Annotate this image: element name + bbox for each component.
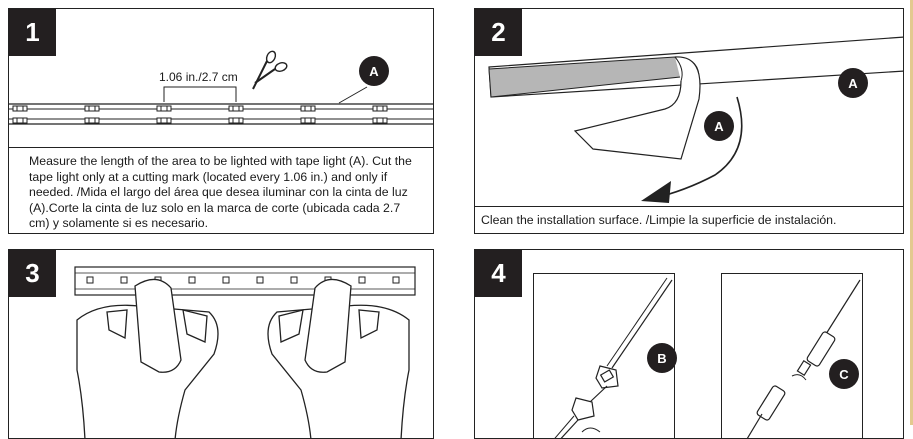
led-chip <box>84 105 100 112</box>
press-tape-hands-illustration <box>74 266 416 438</box>
tape-light-badge-a: A <box>359 56 389 86</box>
led-chip <box>84 117 100 124</box>
right-hand <box>267 278 410 438</box>
step-2-number: 2 <box>475 9 522 56</box>
step-2-caption: Clean the installation surface. /Limpie … <box>475 206 903 233</box>
step-4-panel: 4 B <box>474 249 904 439</box>
surface-cleaning-illustration <box>488 36 903 203</box>
connector-inset-right <box>721 273 863 438</box>
tape-light-badge-a-top: A <box>838 68 868 98</box>
step-4-number: 4 <box>475 250 522 297</box>
connector-badge-c: C <box>829 359 859 389</box>
tape-light-strip-illustration <box>9 50 433 125</box>
page-edge-rule <box>910 0 913 425</box>
step-3-number: 3 <box>9 250 56 297</box>
step-3-panel: 3 <box>8 249 434 439</box>
led-chip <box>12 105 28 112</box>
led-chip <box>156 117 172 124</box>
tape-light-badge-a-bottom: A <box>704 111 734 141</box>
connector-inset-left <box>533 273 675 438</box>
led-chip <box>372 105 388 112</box>
step-2-panel: 2 A A Clean the installation surface. /L… <box>474 8 904 234</box>
scissors-icon <box>252 50 288 90</box>
led-chip <box>12 117 28 124</box>
left-hand <box>76 278 219 438</box>
led-chip <box>372 117 388 124</box>
led-chip <box>300 117 316 124</box>
led-chip <box>228 117 244 124</box>
plug-connector-illustration <box>746 279 861 438</box>
led-chip <box>228 105 244 112</box>
cut-interval-label: 1.06 in./2.7 cm <box>159 70 238 84</box>
clip-connector-illustration <box>554 277 673 438</box>
step-1-caption: Measure the length of the area to be lig… <box>9 147 433 233</box>
connector-badge-b: B <box>647 343 677 373</box>
led-chip <box>156 105 172 112</box>
step-1-panel: 1 1. <box>8 8 434 234</box>
led-chip <box>300 105 316 112</box>
step-1-number: 1 <box>9 9 56 56</box>
